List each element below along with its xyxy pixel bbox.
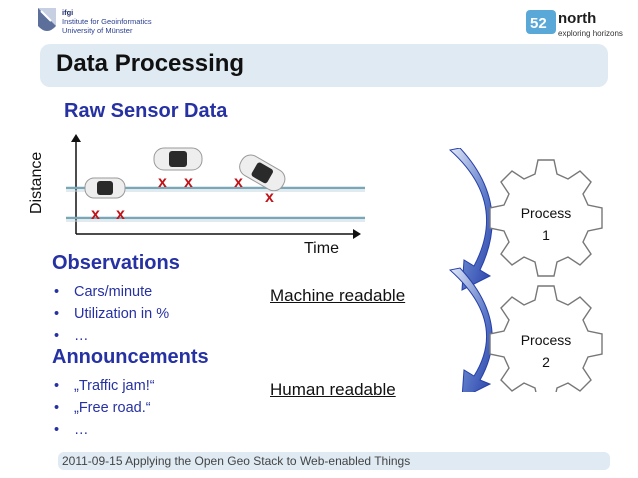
observation-marker: x — [91, 206, 100, 223]
observation-marker: x — [158, 174, 167, 191]
car-icon — [153, 147, 203, 171]
observation-marker: x — [184, 174, 193, 191]
observation-marker: x — [265, 189, 274, 206]
process-2-name: Process — [520, 332, 572, 348]
north-name: north — [558, 10, 597, 27]
north-prefix: 52 — [530, 15, 547, 32]
y-axis-label: Distance — [28, 151, 45, 214]
list-item: Cars/minute — [52, 282, 169, 304]
52north-badge-icon: 52 — [526, 10, 556, 34]
gear-icon — [489, 159, 603, 277]
page-title: Data Processing — [56, 50, 245, 77]
process-1-number: 1 — [542, 227, 550, 243]
footer-text: 2011-09-15 Applying the Open Geo Stack t… — [62, 454, 411, 468]
process-1-label: Process 1 — [506, 202, 586, 246]
list-item: Utilization in % — [52, 304, 169, 326]
human-readable-label: Human readable — [270, 380, 396, 399]
process-1-name: Process — [520, 205, 572, 221]
observations-list: Cars/minute Utilization in % … — [52, 282, 169, 348]
list-item: „Traffic jam!“ — [52, 376, 155, 398]
observation-marker: x — [116, 206, 125, 223]
x-axis-arrow — [353, 229, 361, 239]
ifgi-shield-icon — [38, 8, 56, 31]
process-2-number: 2 — [542, 354, 550, 370]
title-bar — [40, 44, 608, 87]
ifgi-abbr: ifgi — [62, 8, 74, 17]
observations-heading: Observations — [52, 252, 180, 274]
list-item: „Free road.“ — [52, 398, 155, 420]
gear-icon — [489, 285, 603, 392]
machine-readable-label: Machine readable — [270, 286, 406, 305]
car-icon — [239, 154, 286, 192]
raw-sensor-heading: Raw Sensor Data — [64, 100, 228, 122]
sensor-diagram: x x x x x x — [66, 134, 365, 239]
curved-arrow-icon — [448, 148, 493, 291]
52north-logo: 52 north exploring horizons — [526, 6, 630, 40]
list-item: … — [52, 326, 169, 348]
y-axis-arrow — [71, 134, 81, 142]
curved-arrow-icon — [448, 267, 493, 392]
car-icon — [84, 177, 126, 199]
north-tagline: exploring horizons — [558, 29, 623, 38]
process-graphics — [448, 148, 603, 392]
observation-marker: x — [234, 174, 243, 191]
list-item: … — [52, 420, 155, 442]
announcements-list: „Traffic jam!“ „Free road.“ … — [52, 376, 155, 442]
ifgi-line2: University of Münster — [62, 26, 133, 35]
ifgi-logo: ifgi Institute for Geoinformatics Univer… — [36, 6, 176, 40]
x-axis-label: Time — [304, 240, 339, 257]
announcements-heading: Announcements — [52, 346, 209, 368]
footer-bar — [58, 452, 610, 470]
ifgi-line1: Institute for Geoinformatics — [62, 17, 152, 26]
process-2-label: Process 2 — [506, 329, 586, 373]
